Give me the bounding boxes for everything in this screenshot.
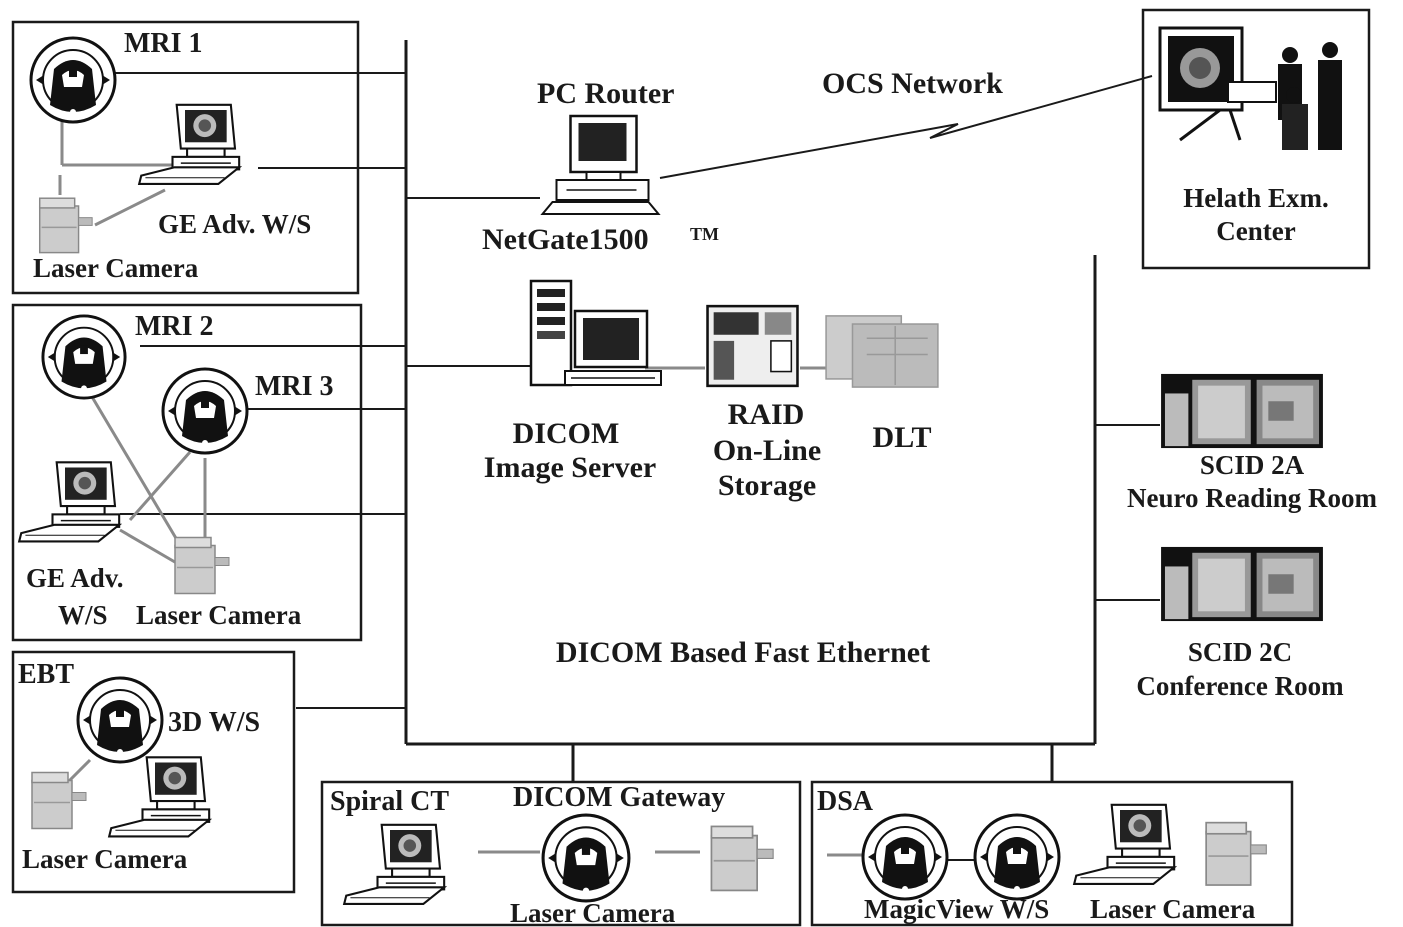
dsa-scanner-1-icon: [861, 813, 949, 901]
ebt-section: [11, 650, 296, 894]
health-center-label-2: Center: [1216, 216, 1295, 246]
laser-camera-5-icon: [1205, 821, 1268, 886]
spiral-ct-label: Spiral CT: [330, 786, 449, 817]
scid2a-label-1: SCID 2A: [1200, 450, 1305, 480]
laser-camera-4-icon: [710, 825, 775, 892]
dicom-server-icon: [529, 279, 663, 387]
scid2c-label-2: Conference Room: [1136, 671, 1344, 701]
mri3-scanner-icon: [161, 367, 249, 455]
laser-camera-3-icon: [31, 771, 87, 830]
3d-workstation-icon: [108, 756, 211, 838]
trademark-label: TM: [690, 224, 719, 244]
laser-camera-1-icon: [38, 197, 93, 254]
mri1-scanner-icon: [29, 36, 117, 124]
ge-workstation-1-label: GE Adv. W/S: [158, 209, 311, 239]
ethernet-label: DICOM Based Fast Ethernet: [556, 636, 930, 669]
dicom-gateway-scanner-icon: [541, 813, 631, 903]
raid-label-2: On-Line: [713, 434, 821, 467]
dsa-label: DSA: [817, 786, 874, 817]
dicom-server-label-2: Image Server: [484, 451, 656, 484]
raid-storage-icon: [706, 304, 799, 388]
dsa-section: [810, 780, 1294, 927]
laser-camera-4-label: Laser Camera: [510, 898, 676, 927]
ebt-scanner-icon: [76, 676, 164, 764]
mri3-label: MRI 3: [255, 371, 334, 402]
dicom-gateway-label: DICOM Gateway: [513, 782, 725, 813]
magicview-workstation-icon: [1073, 803, 1176, 886]
mri2-label: MRI 2: [135, 311, 214, 342]
spiral-ct-section: [320, 780, 802, 927]
mri1-section: [11, 20, 360, 295]
health-center-icon: [1158, 26, 1342, 150]
raid-label-3: Storage: [718, 469, 816, 502]
ge-workstation-1-icon: [138, 103, 241, 186]
pc-router-label: PC Router: [537, 77, 674, 110]
netgate-label: NetGate1500: [482, 223, 649, 256]
ethernet-backbone: [404, 40, 1097, 782]
3d-workstation-label: 3D W/S: [168, 707, 260, 738]
dlt-label: DLT: [873, 421, 932, 454]
pc-router-icon: [541, 114, 660, 216]
scid2c-conference-room-icon: [1161, 546, 1323, 622]
scid2a-reading-room-icon: [1161, 373, 1323, 449]
dlt-icon: [825, 315, 939, 388]
scid2a-label-2: Neuro Reading Room: [1127, 483, 1378, 513]
laser-camera-1-label: Laser Camera: [33, 253, 199, 283]
laser-camera-3-label: Laser Camera: [22, 844, 188, 874]
connection-wires: [58, 72, 1160, 861]
laser-camera-2-label: Laser Camera: [136, 600, 302, 630]
mri2-scanner-icon: [41, 314, 127, 400]
ge-workstation-2-label-1: GE Adv.: [26, 563, 124, 593]
ge-workstation-2-icon: [18, 461, 121, 543]
ocs-network-label: OCS Network: [822, 67, 1003, 100]
spiral-ct-workstation-icon: [343, 823, 446, 906]
ebt-label: EBT: [18, 659, 74, 690]
raid-label-1: RAID: [728, 398, 805, 431]
scid2c-label-1: SCID 2C: [1188, 637, 1292, 667]
laser-camera-2-icon: [174, 536, 230, 595]
dicom-server-label-1: DICOM: [513, 417, 620, 450]
health-center-label-1: Helath Exm.: [1183, 183, 1329, 213]
ge-workstation-2-label-2: W/S: [58, 600, 108, 630]
health-center-section: [1141, 8, 1371, 270]
magicview-workstation-label: MagicView W/S: [864, 894, 1049, 924]
mri23-section: [11, 303, 363, 642]
laser-camera-5-label: Laser Camera: [1090, 894, 1256, 924]
dsa-scanner-2-icon: [973, 813, 1061, 901]
mri1-label: MRI 1: [124, 28, 203, 59]
